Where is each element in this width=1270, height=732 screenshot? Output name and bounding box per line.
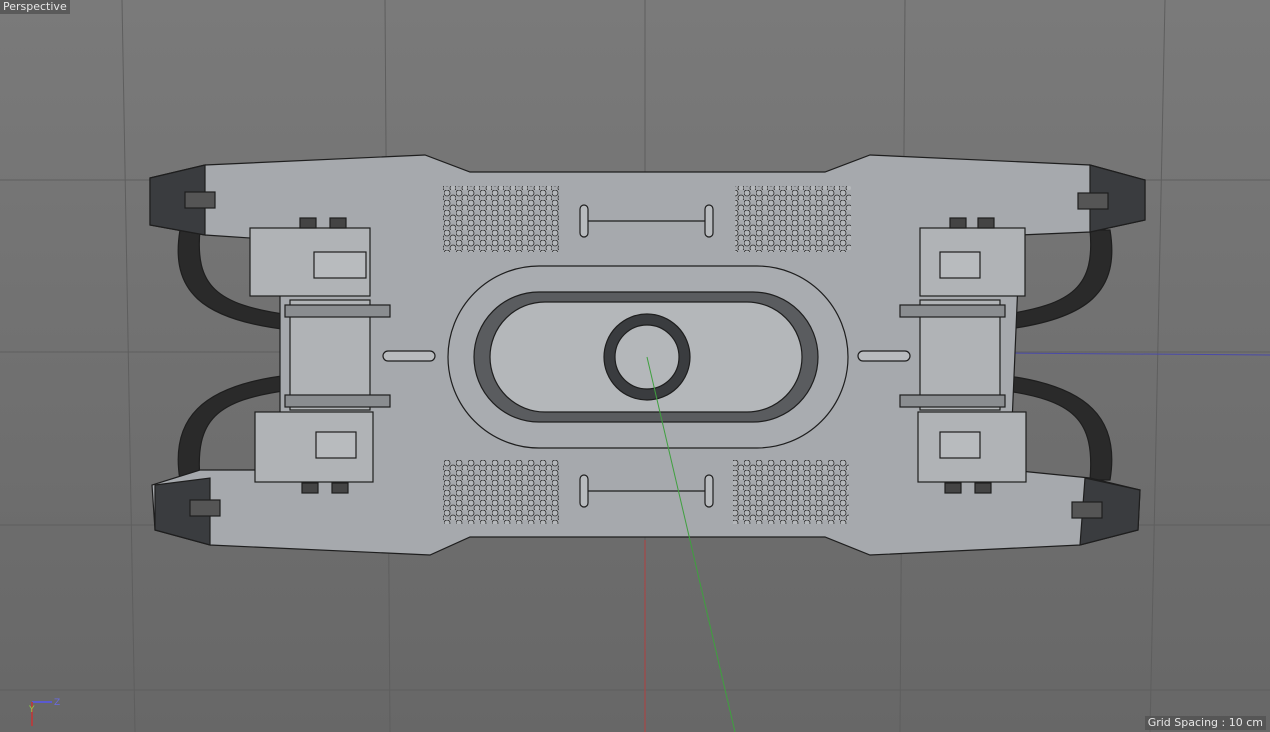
3d-model[interactable] bbox=[149, 154, 1146, 556]
y-axis-line bbox=[646, 356, 736, 732]
axis-gizmo: Z Y bbox=[28, 698, 60, 726]
view-name-label[interactable]: Perspective bbox=[0, 0, 70, 14]
grid-spacing-label: Grid Spacing : 10 cm bbox=[1144, 716, 1266, 730]
gizmo-y-label: Y bbox=[28, 705, 35, 715]
gizmo-z-label: Z bbox=[54, 698, 60, 708]
z-axis-line bbox=[999, 352, 1270, 356]
